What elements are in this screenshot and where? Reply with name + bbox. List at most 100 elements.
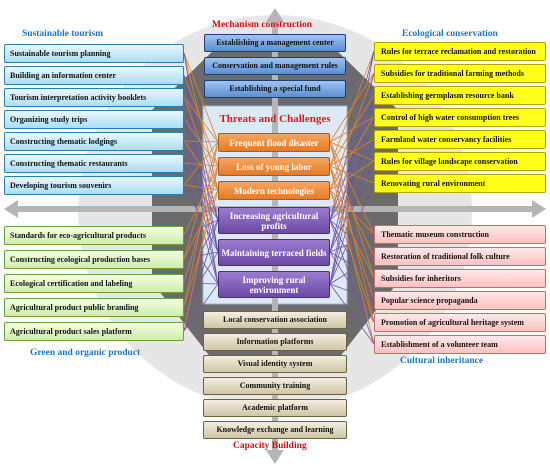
- connector-line: [183, 219, 219, 236]
- connector-line: [329, 50, 375, 221]
- connector-line: [183, 141, 219, 260]
- green-box: Standards for eco-agricultural products: [4, 226, 184, 245]
- connector-line: [183, 52, 219, 143]
- connector-line: [329, 141, 375, 323]
- connector-line: [183, 141, 219, 186]
- connector-line: [329, 165, 375, 184]
- capacity-box: Community training: [203, 377, 347, 395]
- cultural-box: Establishment of a volunteer team: [374, 335, 546, 354]
- connector-line: [329, 251, 375, 279]
- ecological-box: Rules for village landscape conservation: [374, 152, 546, 171]
- connector-line: [329, 141, 375, 235]
- connector-line: [329, 116, 375, 143]
- green-box: Agricultural product sales platform: [4, 322, 184, 341]
- ecological-box: Control of high water consumption trees: [374, 108, 546, 127]
- tourism-box: Constructing thematic restaurants: [4, 154, 184, 173]
- connector-line: [183, 282, 219, 285]
- connector-line: [183, 162, 219, 167]
- connector-line: [329, 283, 375, 345]
- connector-line: [183, 96, 219, 143]
- connector-line: [329, 182, 375, 221]
- connector-line: [183, 283, 219, 332]
- connector-line: [183, 184, 219, 191]
- capacity-box: Information platforms: [203, 333, 347, 351]
- ecological-box: Farmland water conservancy facilities: [374, 130, 546, 149]
- capacity-box: Academic platform: [203, 399, 347, 417]
- connector-line: [329, 72, 375, 253]
- tourism-box: Constructing thematic lodgings: [4, 132, 184, 151]
- connector-line: [329, 233, 375, 253]
- connector-line: [183, 140, 219, 143]
- cultural-box: Thematic museum construction: [374, 225, 546, 244]
- connector-line: [329, 219, 375, 301]
- connector-line: [329, 138, 375, 167]
- capacity-box: Local conservation association: [203, 311, 347, 329]
- connector-line: [329, 160, 375, 191]
- ecological-box: Renovating rural environment: [374, 174, 546, 193]
- cultural-title: Cultural inheritance: [400, 356, 484, 366]
- ecological-title: Ecological conservation: [402, 29, 498, 39]
- green-title: Green and organic product: [30, 348, 141, 358]
- connector-line: [329, 138, 375, 221]
- mechanism-box: Establishing a management center: [204, 34, 346, 52]
- capacity-box: Knowledge exchange and learning: [203, 421, 347, 439]
- ecological-box: Subsidies for traditional farming method…: [374, 64, 546, 83]
- connector-lines: [183, 50, 375, 345]
- threat-box: Frequent flood disaster: [218, 133, 330, 152]
- connector-line: [183, 74, 219, 285]
- threats-title: Threats and Challenges: [219, 113, 331, 125]
- connector-line: [329, 50, 375, 285]
- tourism-box: Building an information center: [4, 66, 184, 85]
- capacity-title: Capacity Building: [233, 441, 307, 451]
- connector-line: [329, 251, 375, 323]
- connector-line: [329, 116, 375, 253]
- connector-line: [329, 165, 375, 345]
- connector-line: [183, 140, 219, 191]
- challenge-box: Increasing agricultural profits: [218, 207, 330, 234]
- tourism-box: Sustainable tourism planning: [4, 44, 184, 63]
- connector-line: [329, 160, 375, 253]
- connector-line: [183, 251, 219, 308]
- connector-line: [329, 94, 375, 167]
- connector-line: [183, 96, 219, 191]
- connector-line: [183, 251, 219, 260]
- tourism-box: Organizing study trips: [4, 110, 184, 129]
- connector-line: [329, 283, 375, 301]
- connector-line: [329, 255, 375, 285]
- mechanism-box: Conservation and management rules: [204, 57, 346, 75]
- connector-line: [183, 74, 219, 167]
- connector-line: [329, 72, 375, 143]
- connector-line: [329, 116, 375, 191]
- threat-box: Loss of young labor: [218, 157, 330, 176]
- connector-line: [183, 74, 219, 221]
- green-box: Constructing ecological production bases: [4, 250, 184, 269]
- connector-line: [183, 118, 219, 221]
- cultural-box: Popular science propaganda: [374, 291, 546, 310]
- cultural-box: Subsidies for inheritors: [374, 269, 546, 288]
- mechanism-box: Establishing a special fund: [204, 80, 346, 98]
- connector-line: [183, 165, 219, 332]
- green-box: Agricultural product public branding: [4, 298, 184, 317]
- connector-line: [183, 219, 219, 332]
- connector-line: [329, 94, 375, 221]
- connector-line: [329, 141, 375, 162]
- connector-line: [329, 141, 375, 279]
- tourism-box: Tourism interpretation activity booklets: [4, 88, 184, 107]
- connector-line: [329, 50, 375, 167]
- tourism-title: Sustainable tourism: [22, 29, 104, 39]
- connector-line: [183, 234, 219, 285]
- cultural-box: Promotion of agricultural heritage syste…: [374, 313, 546, 332]
- ecological-box: Rules for terrace reclamation and restor…: [374, 42, 546, 61]
- tourism-box: Developing tourism souvenirs: [4, 176, 184, 195]
- cultural-box: Restoration of traditional folk culture: [374, 247, 546, 266]
- threat-box: Modern technologies: [218, 181, 330, 200]
- connector-line: [329, 219, 375, 257]
- connector-line: [183, 184, 219, 253]
- challenge-box: Improving rural environment: [218, 271, 330, 298]
- connector-line: [183, 219, 219, 284]
- connector-line: [183, 140, 219, 253]
- connector-line: [183, 141, 219, 308]
- connector-line: [183, 96, 219, 253]
- connector-line: [329, 94, 375, 285]
- connector-line: [183, 52, 219, 253]
